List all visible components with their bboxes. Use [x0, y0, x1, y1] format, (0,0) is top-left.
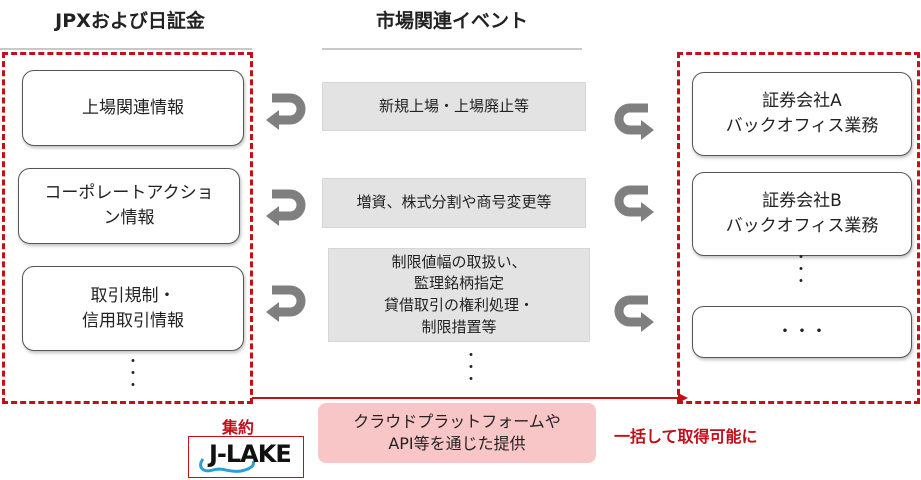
label-line: 証券会社A: [762, 91, 842, 112]
uturn-right-arrow-icon: [614, 295, 654, 332]
divider-left: [0, 48, 252, 50]
securities-group-border: [677, 52, 920, 404]
header-jpx: JPXおよび日証金: [55, 10, 205, 32]
j-lake-logo: J-LAKE: [188, 436, 304, 478]
jpx-group-border: [2, 52, 253, 404]
right-ellipsis: ・ ・ ・: [794, 250, 808, 290]
event-label: 監理銘柄指定: [413, 274, 504, 293]
listing-info-box: 上場関連情報: [22, 70, 244, 146]
event-label: 貸借取引の権利処理・: [383, 296, 534, 314]
event-label: 新規上場・上場廃止等: [378, 96, 529, 115]
uturn-left-arrow-icon: [266, 189, 306, 226]
event-label: 増資、株式分割や商号変更等: [356, 193, 552, 212]
left-ellipsis: ・ ・ ・: [126, 354, 140, 394]
divider-middle: [322, 48, 582, 50]
trading-regulation-box: 取引規制・信用取引情報: [22, 266, 244, 351]
provision-line: クラウドプラットフォームや: [353, 411, 561, 431]
header-market-events: 市場関連イベント: [375, 10, 528, 32]
label-line: 信用取引情報: [82, 310, 184, 331]
uturn-left-arrow-icon: [266, 285, 306, 322]
provision-box: クラウドプラットフォームや API等を通じた提供: [318, 403, 596, 463]
provision-line: API等を通じた提供: [388, 434, 526, 453]
label-line: 証券会社B: [762, 191, 842, 212]
event-box-capital: 増資、株式分割や商号変更等: [322, 178, 586, 228]
securities-b-box: 証券会社B バックオフィス業務: [692, 172, 912, 256]
aggregate-label: 集約: [222, 418, 255, 437]
event-box-regulation: 制限値幅の取扱い、 監理銘柄指定 貸借取引の権利処理・ 制限措置等: [328, 248, 590, 342]
event-label: 制限値幅の取扱い、: [391, 252, 527, 271]
uturn-left-arrow-icon: [266, 93, 306, 130]
logo-text: J-LAKE: [209, 440, 292, 468]
securities-more-box: ・・・: [692, 306, 912, 358]
result-label: 一括して取得可能に: [614, 427, 758, 446]
uturn-right-arrow-icon: [614, 103, 654, 140]
label-line: ン情報: [103, 208, 155, 228]
label-line: バックオフィス業務: [725, 116, 879, 136]
wave-icon: [199, 458, 255, 473]
flow-arrow-icon: [252, 393, 688, 403]
securities-a-box: 証券会社A バックオフィス業務: [692, 72, 912, 156]
event-label: 制限措置等: [421, 317, 497, 336]
label-line: バックオフィス業務: [725, 216, 879, 236]
label-line: ・・・: [776, 321, 828, 342]
event-box-listing: 新規上場・上場廃止等: [322, 82, 586, 131]
label-line: 取引規制・: [90, 285, 176, 306]
listing-info-label: 上場関連情報: [82, 97, 184, 118]
middle-ellipsis: ・ ・ ・: [464, 348, 478, 388]
uturn-right-arrow-icon: [614, 185, 654, 222]
label-line: コーポレートアクショ: [44, 183, 214, 204]
corporate-action-box: コーポレートアクション情報: [18, 168, 240, 244]
